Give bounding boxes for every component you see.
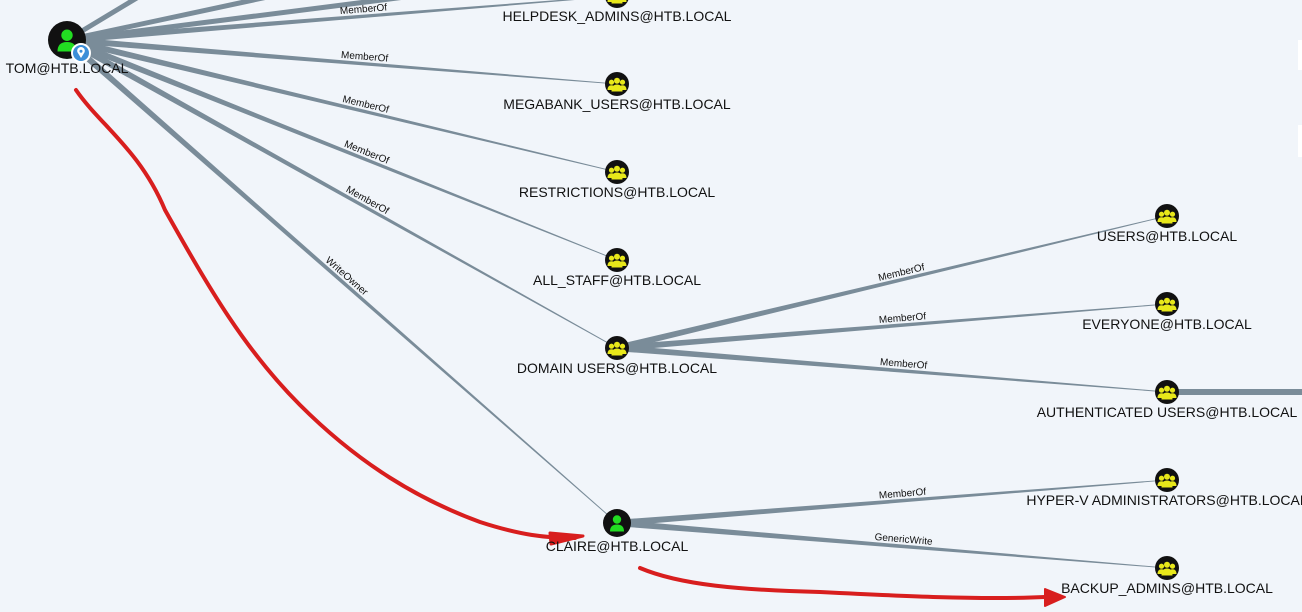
annotation-arrow-claire-to-backup-admins — [638, 566, 1066, 607]
edge-line[interactable] — [66, 36, 618, 85]
annotation-layer — [74, 88, 1066, 607]
edge-label: MemberOf — [341, 50, 389, 65]
node-label: HYPER-V ADMINISTRATORS@HTB.LOCAL — [1026, 492, 1302, 508]
edge-line[interactable] — [616, 215, 1168, 352]
edge-claire-to-hyperv-admins[interactable]: MemberOf — [616, 479, 1168, 527]
node-label: HELPDESK_ADMINS@HTB.LOCAL — [503, 8, 732, 24]
edge-line[interactable] — [64, 37, 618, 524]
edge-line[interactable] — [65, 37, 618, 261]
node-backup-admins[interactable]: BACKUP_ADMINS@HTB.LOCAL — [1061, 556, 1273, 596]
node-hyperv-admins[interactable]: HYPER-V ADMINISTRATORS@HTB.LOCAL — [1026, 468, 1302, 508]
side-panel-edge — [1298, 125, 1302, 157]
node-circle[interactable] — [1155, 292, 1179, 316]
side-panel-edge — [1298, 40, 1302, 70]
annotation-arrow-tom-to-claire — [74, 88, 585, 546]
group-icon — [1157, 561, 1177, 576]
group-icon — [1157, 297, 1177, 312]
edge-label: MemberOf — [340, 2, 388, 17]
edge-tom-to-megabank-users[interactable]: MemberOf — [66, 36, 618, 85]
edge-line[interactable] — [616, 344, 1168, 393]
node-helpdesk-admins[interactable]: HELPDESK_ADMINS@HTB.LOCAL — [503, 0, 732, 24]
node-claire[interactable]: CLAIRE@HTB.LOCAL — [546, 509, 689, 554]
edge-label: MemberOf — [879, 487, 927, 502]
node-authenticated-users[interactable]: AUTHENTICATED USERS@HTB.LOCAL — [1037, 380, 1298, 420]
edge-label: MemberOf — [879, 311, 927, 326]
group-icon — [607, 77, 627, 92]
group-icon — [607, 253, 627, 268]
offscreen-edge — [64, 0, 266, 43]
user-icon — [57, 29, 77, 52]
edge-line[interactable] — [616, 479, 1168, 527]
node-circle[interactable] — [605, 248, 629, 272]
edge-line[interactable] — [66, 36, 618, 173]
edge-tom-to-all-staff[interactable]: MemberOf — [65, 37, 618, 261]
node-label: MEGABANK_USERS@HTB.LOCAL — [503, 96, 731, 112]
node-circle[interactable] — [605, 72, 629, 96]
node-circle[interactable] — [605, 160, 629, 184]
node-restrictions[interactable]: RESTRICTIONS@HTB.LOCAL — [519, 160, 715, 200]
location-pin-icon — [71, 43, 91, 63]
node-circle[interactable] — [1155, 380, 1179, 404]
node-megabank-users[interactable]: MEGABANK_USERS@HTB.LOCAL — [503, 72, 731, 112]
node-everyone[interactable]: EVERYONE@HTB.LOCAL — [1082, 292, 1252, 332]
node-label: ALL_STAFF@HTB.LOCAL — [533, 272, 701, 288]
offscreen-edge — [64, 0, 402, 43]
group-icon — [1157, 385, 1177, 400]
group-icon — [1157, 473, 1177, 488]
edge-tom-to-helpdesk-admins[interactable]: MemberOf — [66, 0, 617, 44]
edge-claire-to-backup-admins[interactable]: GenericWrite — [616, 519, 1168, 569]
edge-line[interactable] — [65, 37, 618, 349]
node-label: USERS@HTB.LOCAL — [1097, 228, 1237, 244]
node-layer: TOM@HTB.LOCAL HELPDESK_ADMINS@HTB.LOCAL ME… — [6, 0, 1302, 596]
node-label: CLAIRE@HTB.LOCAL — [546, 538, 689, 554]
node-users[interactable]: USERS@HTB.LOCAL — [1097, 204, 1237, 244]
node-label: AUTHENTICATED USERS@HTB.LOCAL — [1037, 404, 1298, 420]
node-label: DOMAIN USERS@HTB.LOCAL — [517, 360, 717, 376]
edge-domain-users-to-authenticated-users[interactable]: MemberOf — [616, 344, 1168, 393]
edge-line[interactable] — [616, 303, 1168, 352]
group-icon — [607, 0, 627, 4]
node-circle[interactable] — [1155, 204, 1179, 228]
edge-line[interactable] — [616, 519, 1168, 569]
node-circle[interactable] — [1155, 556, 1179, 580]
node-circle[interactable] — [605, 336, 629, 360]
group-icon — [607, 165, 627, 180]
edge-label: GenericWrite — [874, 532, 933, 548]
node-label: TOM@HTB.LOCAL — [6, 60, 129, 76]
group-icon — [607, 341, 627, 356]
node-label: BACKUP_ADMINS@HTB.LOCAL — [1061, 580, 1273, 596]
node-circle[interactable] — [1155, 468, 1179, 492]
node-label: RESTRICTIONS@HTB.LOCAL — [519, 184, 715, 200]
edge-domain-users-to-everyone[interactable]: MemberOf — [616, 303, 1168, 352]
node-tom[interactable]: TOM@HTB.LOCAL — [6, 21, 129, 76]
node-label: EVERYONE@HTB.LOCAL — [1082, 316, 1252, 332]
node-domain-users[interactable]: DOMAIN USERS@HTB.LOCAL — [517, 336, 717, 376]
user-icon — [610, 515, 624, 532]
group-icon — [1157, 209, 1177, 224]
edge-label: WriteOwner — [323, 255, 370, 298]
node-all-staff[interactable]: ALL_STAFF@HTB.LOCAL — [533, 248, 701, 288]
edge-label: MemberOf — [880, 357, 928, 372]
edge-line[interactable] — [66, 0, 617, 44]
